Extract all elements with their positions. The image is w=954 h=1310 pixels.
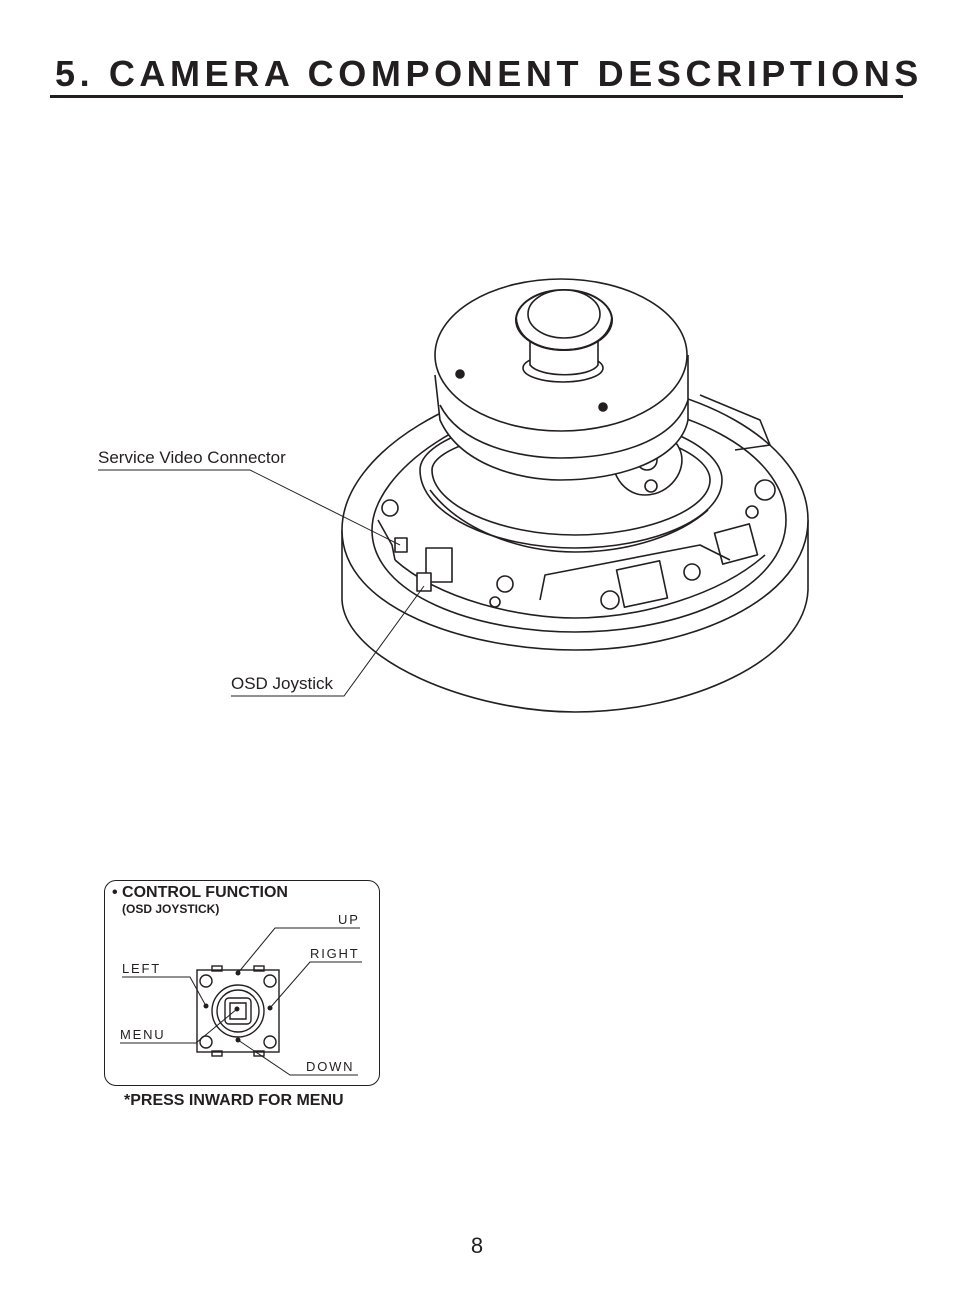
press-inward-note: *PRESS INWARD FOR MENU: [124, 1092, 344, 1109]
page-title: 5. CAMERA COMPONENT DESCRIPTIONS: [55, 53, 923, 94]
osd-joystick-leader: [231, 585, 425, 697]
circuit-board: [394, 394, 776, 619]
osd-joystick-label: OSD Joystick: [231, 674, 334, 693]
right-leader: [269, 961, 362, 1009]
control-function-subtitle: (OSD JOYSTICK): [122, 902, 220, 916]
direction-menu-label: MENU: [120, 1027, 166, 1042]
left-leader: [122, 976, 207, 1007]
control-function-title: • CONTROL FUNCTION: [112, 884, 288, 901]
page-number: 8: [470, 1233, 484, 1258]
service-connector-leader: [98, 469, 401, 546]
service-video-connector-label: Service Video Connector: [98, 448, 286, 467]
joystick-diagram: [196, 965, 280, 1057]
up-leader: [237, 927, 360, 974]
lens-module: [434, 278, 689, 481]
direction-down-label: DOWN: [306, 1059, 355, 1074]
service-video-connector-part: [377, 499, 408, 561]
direction-left-label: LEFT: [122, 961, 161, 976]
down-leader: [237, 1039, 358, 1076]
direction-right-label: RIGHT: [310, 946, 360, 961]
title-underline: [50, 95, 903, 98]
menu-leader: [120, 1008, 238, 1044]
direction-up-label: UP: [338, 912, 360, 927]
control-function-box: [104, 880, 380, 1086]
osd-joystick-part: [416, 547, 453, 592]
